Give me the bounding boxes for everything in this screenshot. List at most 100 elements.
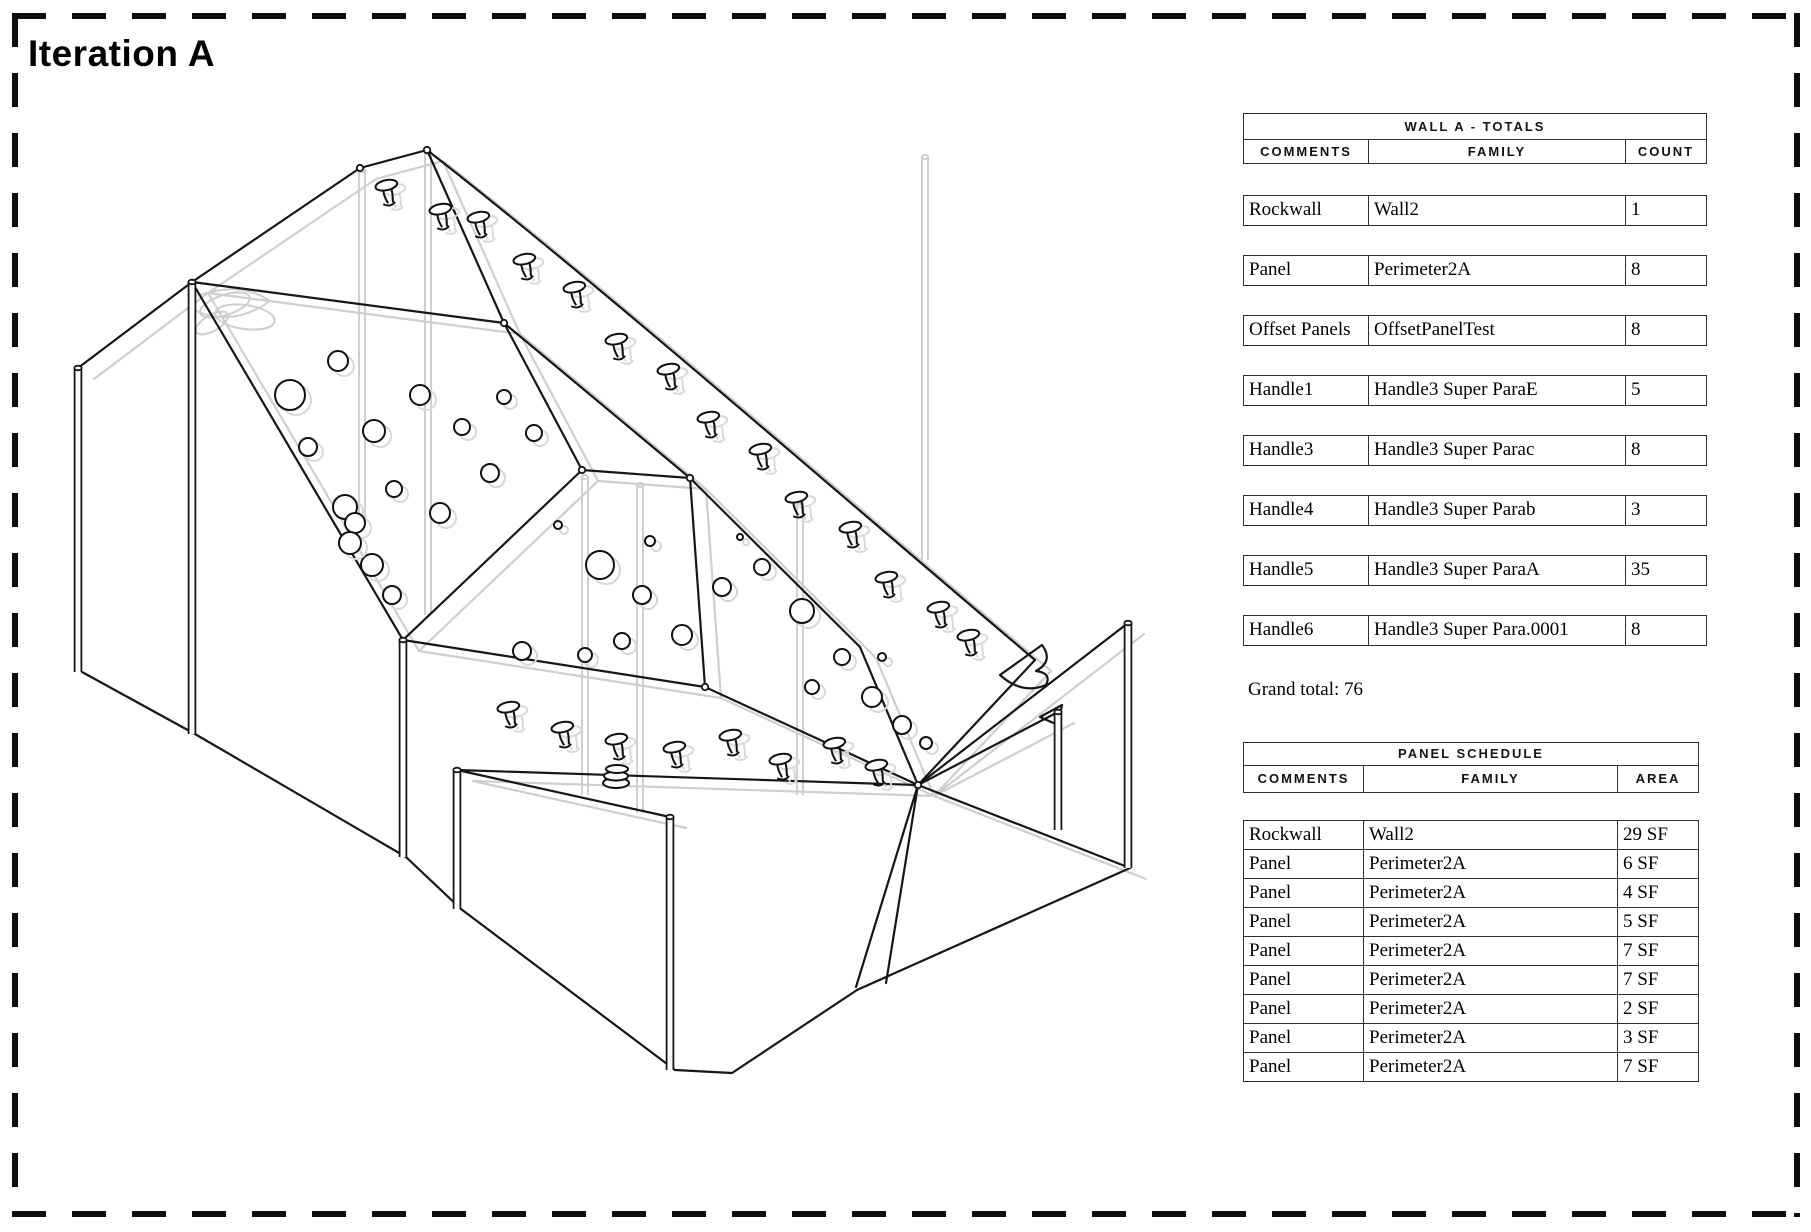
frame-node (577, 465, 587, 475)
schedule-cell: Panel (1244, 908, 1364, 936)
climbing-hold-mushroom (956, 628, 989, 661)
schedule-cell: Perimeter2A (1364, 995, 1618, 1023)
climbing-hold-mushroom (496, 700, 529, 733)
frame-node (499, 318, 509, 328)
climbing-hold-circle (753, 558, 777, 581)
schedule-cell: Rockwall (1244, 821, 1364, 849)
isometric-climbing-wall-drawing (73, 145, 1148, 1075)
schedule-cell: Panel (1244, 1024, 1364, 1052)
climbing-hold-mushroom (838, 520, 871, 553)
climbing-hold-mushroom (822, 736, 855, 769)
schedule-title: Wall A - Totals (1243, 113, 1707, 140)
climbing-hold-circle (385, 480, 409, 503)
climbing-hold-circle (409, 384, 437, 411)
schedule-cell: Panel (1244, 256, 1369, 285)
sheet-border-bottom (12, 1211, 1800, 1217)
frame-node (685, 473, 695, 483)
climbing-hold-circle (453, 418, 477, 441)
frame-node (422, 145, 432, 155)
climbing-hold-mushroom (604, 732, 637, 765)
support-post (187, 278, 197, 734)
schedule-cell: Wall2 (1364, 821, 1618, 849)
schedule-cell: Handle1 (1244, 376, 1369, 405)
schedule-cell: 3 SF (1623, 1027, 1659, 1048)
schedule-header-cell: Comments (1244, 140, 1369, 163)
climbing-hold-circle (577, 647, 599, 668)
frame-node (913, 780, 923, 790)
schedule-cell: 8 (1631, 319, 1641, 340)
schedule-cell: Panel (1244, 1053, 1364, 1081)
schedule-cell: 29 SF (1623, 824, 1668, 845)
support-post (398, 636, 408, 857)
climbing-hold-circle (525, 424, 549, 447)
climbing-hold-circle (382, 585, 408, 610)
schedule-cell: Perimeter2A (1364, 850, 1618, 878)
climbing-hold-circle (362, 419, 392, 448)
climbing-hold-circle (644, 535, 662, 552)
climbing-hold-mushroom (374, 178, 407, 211)
climbing-hold-mushroom (696, 410, 729, 443)
schedule-cell: Handle3 Super ParaE (1369, 376, 1626, 405)
climbing-hold-mushroom (784, 490, 817, 523)
climbing-hold-circle (804, 679, 826, 700)
view-title: Iteration A (28, 33, 216, 74)
schedule-header-cell: Comments (1244, 766, 1364, 792)
schedule-cell: Handle5 (1244, 556, 1369, 585)
climbing-hold-mushroom (466, 210, 499, 243)
support-post (1053, 708, 1063, 830)
schedule-cell: Panel (1244, 995, 1364, 1023)
ghost-posts (357, 149, 930, 813)
climbing-hold-circle (327, 350, 355, 377)
climbing-hold-mushroom (550, 720, 583, 753)
climbing-hold-circle (613, 632, 637, 655)
schedule-header-row: CommentsFamilyCount (1243, 139, 1707, 164)
ghost-post (357, 167, 367, 525)
climbing-hold-circle (877, 652, 893, 667)
schedule-header-cell: Family (1364, 766, 1618, 792)
climbing-hold-circle (429, 502, 457, 529)
schedule-cell: Panel (1244, 937, 1364, 965)
schedule-cell: 35 (1631, 559, 1650, 580)
handle-scribble-cluster (194, 288, 276, 336)
ghost-post (580, 474, 590, 795)
support-post (1123, 619, 1133, 868)
support-post (73, 364, 83, 672)
schedule-cell: Rockwall (1244, 196, 1369, 225)
schedule-cell: Handle6 (1244, 616, 1369, 645)
schedule-header-row: CommentsFamily Area (1243, 765, 1699, 793)
climbing-hold-circle (671, 624, 699, 651)
schedule-cell: Handle4 (1244, 496, 1369, 525)
schedule-cell: Perimeter2A (1364, 1024, 1618, 1052)
schedule-header-cell: Family (1369, 140, 1626, 163)
climbing-hold-mushroom (428, 202, 461, 235)
climbing-hold-circle (892, 715, 918, 740)
schedule-header-cell: Area (1635, 771, 1681, 786)
climbing-hold-circle (736, 533, 750, 546)
climbing-hold-circle (833, 648, 857, 671)
climbing-hold-circle (861, 686, 889, 713)
climbing-hold-circle (512, 641, 538, 666)
climbing-hold-circle (360, 553, 390, 582)
climbing-hold-circle (274, 379, 312, 416)
schedule-cell: Wall2 (1369, 196, 1626, 225)
climbing-hold-circle (632, 585, 658, 610)
schedule-cell: Perimeter2A (1364, 937, 1618, 965)
support-posts (73, 278, 1133, 1070)
climbing-hold-mushroom (662, 740, 695, 773)
schedule-title: Panel Schedule (1243, 742, 1699, 766)
